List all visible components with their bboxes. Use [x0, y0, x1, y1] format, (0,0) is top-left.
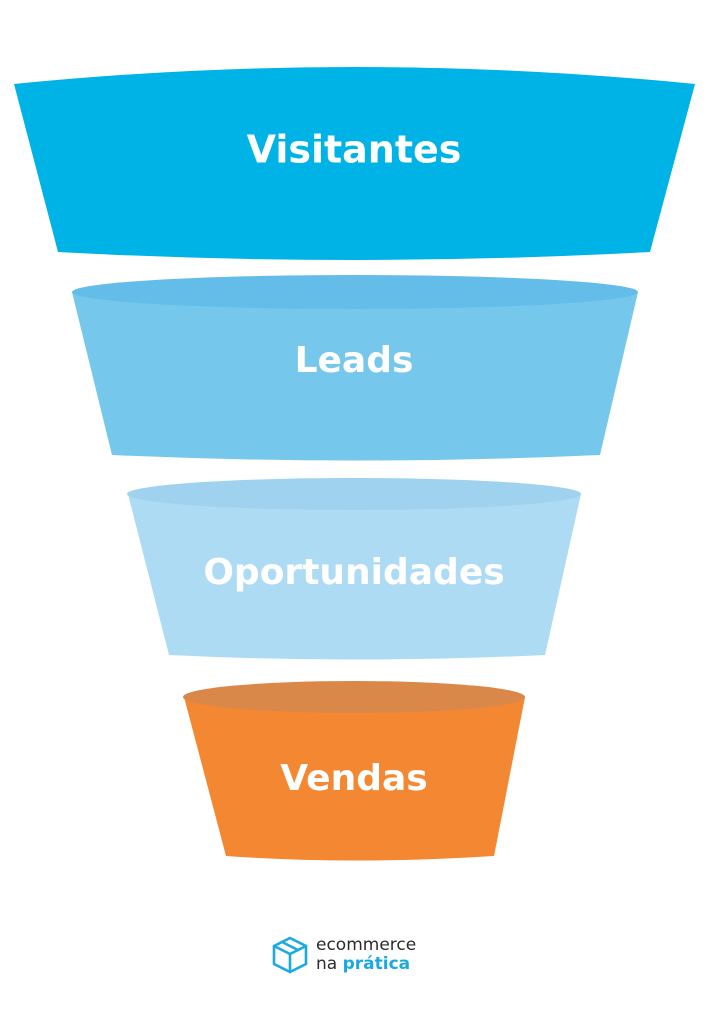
funnel-stage-visitantes-body — [14, 67, 695, 260]
funnel-stage-vendas-body — [184, 697, 525, 861]
funnel-stage-leads: Leads — [72, 275, 638, 461]
brand-logo: ecommerce na prática — [270, 932, 416, 978]
brand-name-line2: na prática — [316, 955, 416, 974]
funnel-stage-leads-rim — [72, 275, 638, 309]
funnel-stage-oportunidades-body — [128, 494, 581, 660]
funnel-stage-vendas-label: Vendas — [280, 758, 427, 799]
box-icon — [272, 936, 308, 974]
funnel-stage-leads-label: Leads — [295, 340, 414, 381]
funnel-stage-oportunidades-rim — [127, 478, 581, 510]
funnel-stage-oportunidades-label: Oportunidades — [203, 552, 504, 593]
funnel-stage-vendas-rim — [183, 681, 525, 713]
funnel-stage-vendas: Vendas — [183, 681, 525, 861]
brand-wordmark: ecommerce na prática — [316, 936, 416, 974]
funnel-stage-visitantes-label: Visitantes — [247, 128, 462, 172]
brand-name-line1: ecommerce — [316, 935, 417, 955]
funnel-stage-leads-body — [72, 292, 638, 461]
funnel-stage-visitantes: Visitantes — [14, 67, 695, 260]
funnel-stage-oportunidades: Oportunidades — [127, 478, 581, 660]
brand-name-accent: prática — [342, 954, 411, 974]
brand-name-prefix: na — [316, 954, 343, 974]
